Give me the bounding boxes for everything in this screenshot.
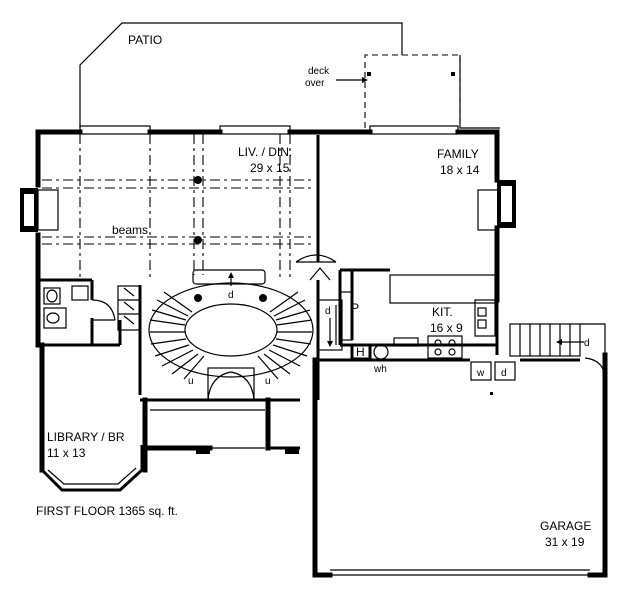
- garage-post: [490, 392, 493, 395]
- dryer-label: d: [501, 368, 507, 379]
- column: [194, 236, 202, 244]
- sink: [46, 312, 60, 324]
- door-swing: [91, 299, 116, 321]
- stair-down-right: [509, 323, 606, 381]
- kit-size: 16 x 9: [430, 321, 463, 335]
- deck-arrowhead: [362, 77, 368, 83]
- up-right-label: u: [265, 376, 271, 387]
- water-heater: [373, 344, 389, 360]
- up-left-label: u: [188, 376, 194, 387]
- deck-label-1: deck: [308, 66, 330, 77]
- kitchen: [339, 274, 496, 359]
- library-name: LIBRARY / BR: [47, 430, 125, 444]
- library-size: 11 x 13: [47, 446, 86, 460]
- hvac-unit: [350, 343, 372, 361]
- column: [194, 176, 202, 184]
- door-swing: [309, 267, 331, 281]
- toilet-tank: [43, 287, 61, 305]
- entry-door: [207, 367, 255, 401]
- deck-post: [451, 72, 455, 76]
- deck-over: [336, 54, 461, 128]
- beams: [42, 134, 315, 280]
- utility: [350, 343, 389, 361]
- kitchen-island: [389, 274, 496, 304]
- toilet: [46, 289, 58, 303]
- water-heater-label: wh: [373, 364, 387, 375]
- deck-post: [367, 72, 371, 76]
- first-floor-label: FIRST FLOOR 1365 sq. ft.: [36, 504, 178, 518]
- sink-counter: [43, 307, 67, 329]
- down-stair-right-label: d: [584, 338, 590, 349]
- stair-right: [257, 291, 313, 380]
- down-stair-left-label: d: [325, 306, 331, 317]
- washer: [470, 361, 492, 381]
- dryer: [494, 361, 516, 381]
- cooktop: [427, 335, 463, 359]
- door-swing: [230, 371, 255, 401]
- garage-name: GARAGE: [540, 519, 591, 533]
- exterior-walls: [20, 125, 608, 578]
- patio-label: PATIO: [128, 33, 162, 47]
- beams-label: beams: [112, 223, 148, 237]
- door-swing: [295, 254, 337, 263]
- kitchen-sink: [474, 299, 496, 337]
- family-name: FAMILY: [437, 147, 479, 161]
- deck-label-2: over: [305, 78, 325, 89]
- column: [194, 294, 202, 302]
- pantry-label: P: [351, 301, 359, 315]
- livdin-name: LIV. / DIN.: [238, 145, 292, 159]
- kit-name: KIT.: [432, 305, 453, 319]
- coat-closet: [117, 285, 141, 331]
- family-size: 18 x 14: [440, 163, 480, 177]
- powder-room: [43, 285, 116, 329]
- hvac-label: H: [356, 345, 365, 359]
- garage-size: 31 x 19: [545, 535, 585, 549]
- stair-left: [149, 291, 205, 380]
- washer-label: w: [476, 368, 485, 379]
- stair-hall: [148, 269, 314, 401]
- stair-down-left: [317, 299, 343, 351]
- column: [259, 294, 267, 302]
- door-swing: [207, 371, 232, 401]
- down-main-label: d: [228, 290, 234, 301]
- livdin-size: 29 x 15: [250, 161, 290, 175]
